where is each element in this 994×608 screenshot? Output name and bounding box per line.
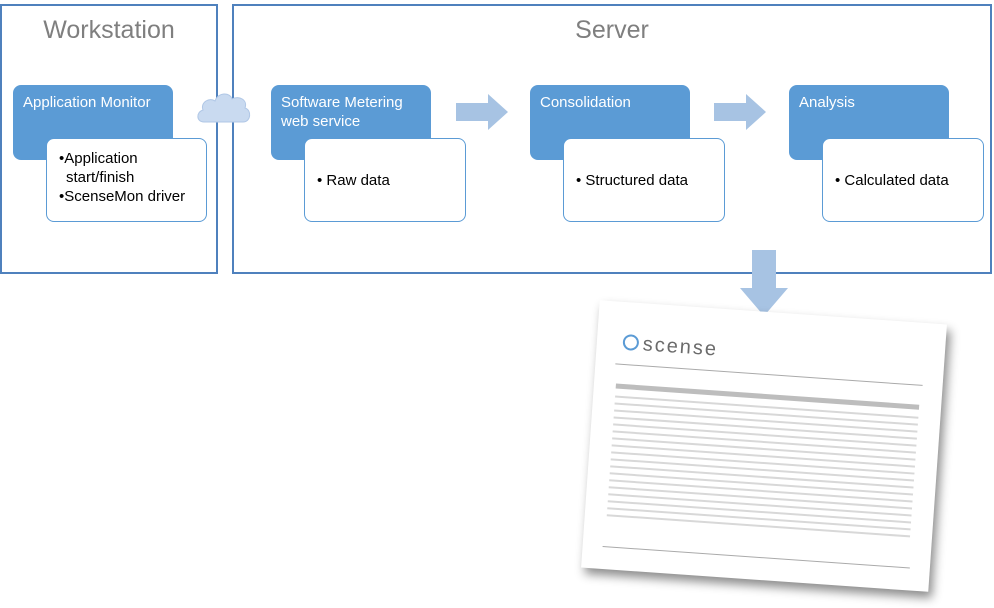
report-logo: scense (622, 332, 719, 362)
report-footer-rule (602, 545, 910, 569)
workstation-title: Workstation (43, 16, 175, 44)
software-metering-label: Software Metering web service (281, 94, 403, 130)
arrow-down-icon (740, 250, 788, 316)
analysis-label: Analysis (799, 94, 855, 111)
report-header-rule (615, 363, 923, 386)
structured-data-detail: • Structured data (563, 138, 725, 222)
detail-item: start/finish (66, 169, 135, 186)
report-thumbnail: scense (581, 300, 947, 592)
detail-item: •ScenseMon driver (59, 188, 186, 205)
scense-logo-icon (622, 333, 640, 352)
report-logo-text: scense (642, 333, 719, 361)
application-monitor-detail: •Application start/finish •ScenseMon dri… (46, 138, 207, 222)
detail-item: • Calculated data (835, 172, 949, 189)
raw-data-detail: • Raw data (304, 138, 466, 222)
arrow-right-icon (714, 94, 766, 130)
detail-item: • Raw data (317, 172, 390, 189)
detail-item: •Application (59, 150, 138, 167)
arrow-right-icon (456, 94, 508, 130)
cloud-icon (197, 93, 251, 123)
application-monitor-label: Application Monitor (23, 94, 151, 111)
calculated-data-detail: • Calculated data (822, 138, 984, 222)
server-title: Server (575, 16, 649, 44)
consolidation-label: Consolidation (540, 94, 631, 111)
detail-item: • Structured data (576, 172, 688, 189)
